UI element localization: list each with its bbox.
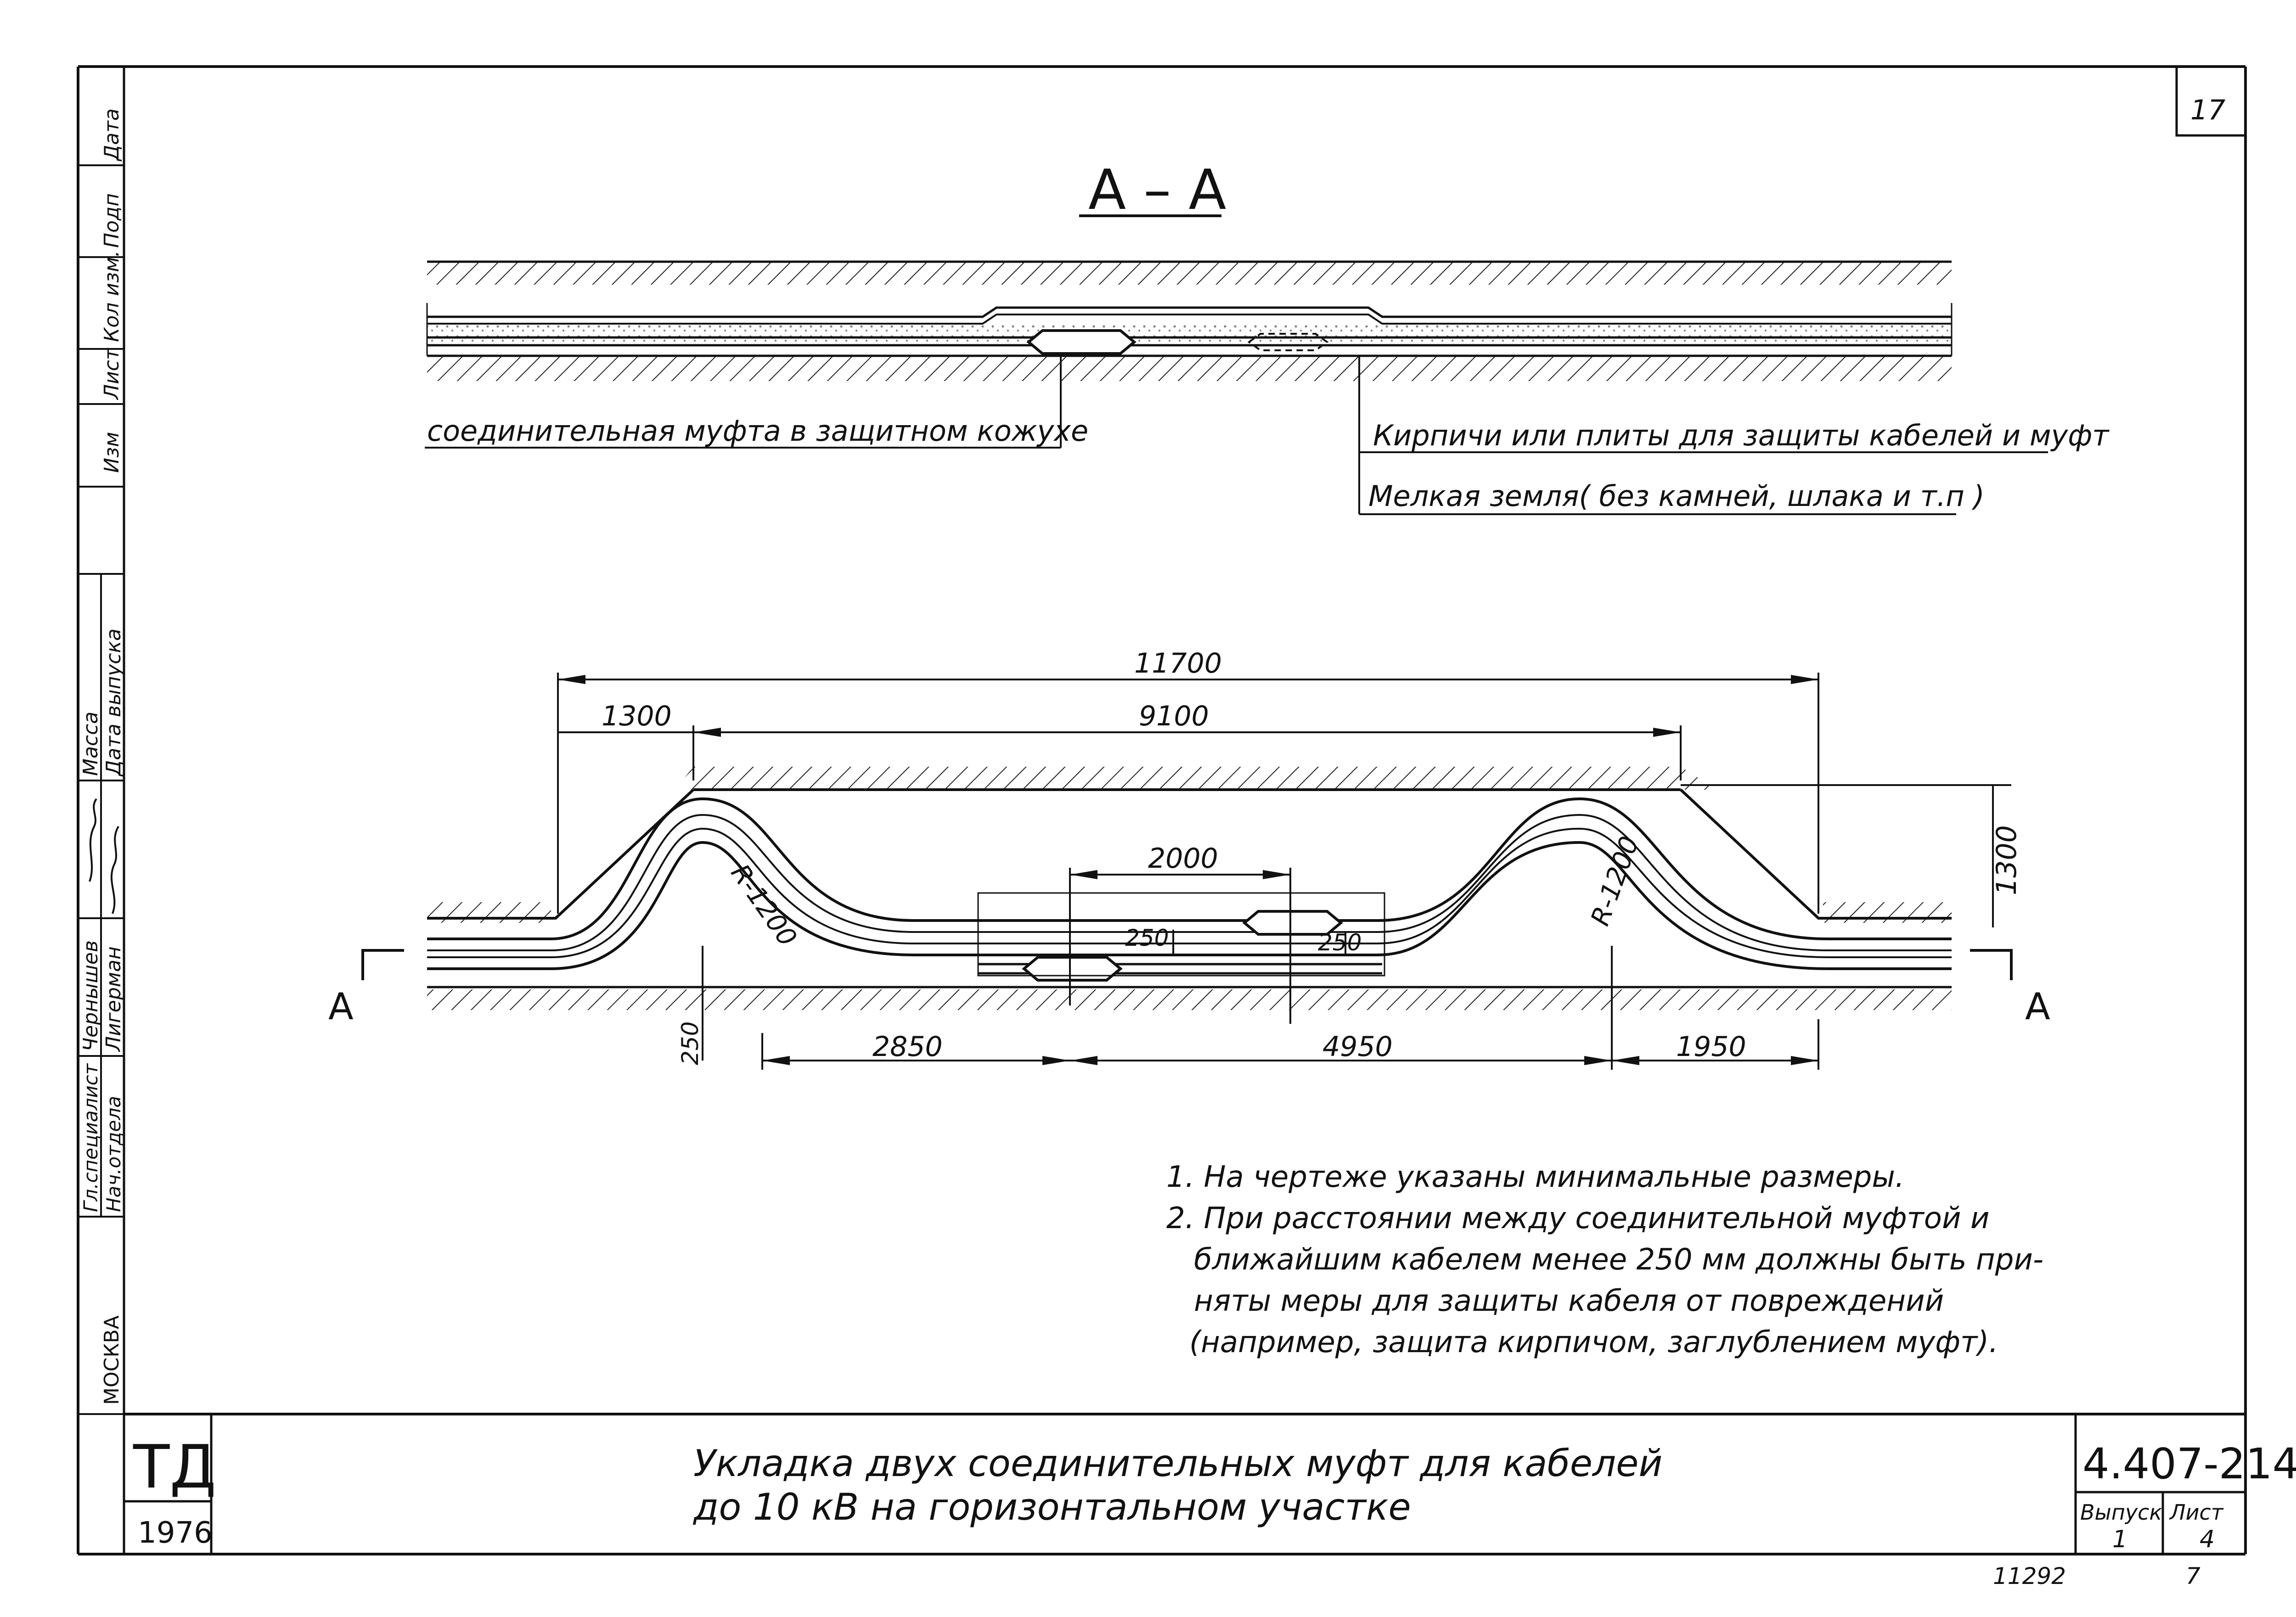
stamp-name-ligerman: Лигерман xyxy=(102,946,125,1052)
section-view xyxy=(426,260,1953,381)
note-2-line-2: ближайшим кабелем менее 250 мм должны бы… xyxy=(1194,1243,2043,1277)
stamp-role-specialist: Гл.специалист xyxy=(79,1063,102,1212)
radius-left: R-1200 xyxy=(725,859,803,952)
note-2-line-1: 2. При расстоянии между соединительной м… xyxy=(1166,1202,1989,1235)
title-year: 1976 xyxy=(138,1516,213,1550)
title-mark: ТД xyxy=(133,1432,216,1502)
section-label-bricks: Кирпичи или плиты для защиты кабелей и м… xyxy=(1373,419,2110,452)
sheet-frame xyxy=(77,65,2247,1555)
notes: 1. На чертеже указаны минимальные размер… xyxy=(1166,1160,2043,1359)
dim-1300-right: 1300 xyxy=(1991,825,2023,895)
dim-250-right: 250 xyxy=(1318,929,1362,956)
title-line-2: до 10 кВ на горизонтальном участке xyxy=(692,1486,1411,1528)
stamp-header-izm: Изм xyxy=(100,432,124,473)
dim-9100: 9100 xyxy=(1139,700,1209,732)
stamp-header-data: Дата xyxy=(100,108,124,162)
stamp-role-head: Нач.отдела xyxy=(102,1096,125,1212)
cut-label-right: А xyxy=(2025,985,2050,1028)
cut-label-left: А xyxy=(328,985,354,1028)
stamp-header-podp: Подп xyxy=(100,193,124,248)
note-2-line-3: няты меры для защиты кабеля от поврежден… xyxy=(1194,1284,1944,1318)
stamp-mass: Масса xyxy=(79,712,102,776)
issue-value: 1 xyxy=(2112,1526,2127,1553)
note-1: 1. На чертеже указаны минимальные размер… xyxy=(1166,1160,1904,1194)
section-title: А – А xyxy=(1088,158,1226,222)
title-block xyxy=(124,1414,2245,1554)
section-callouts xyxy=(425,354,2048,515)
cut-marks xyxy=(361,949,2013,980)
issue-label: Выпуск xyxy=(2080,1500,2162,1525)
dim-1300-left: 1300 xyxy=(602,700,672,732)
plan-arrows xyxy=(558,675,1818,1065)
section-label-soil: Мелкая земля( без камней, шлака и т.п ) xyxy=(1368,479,1985,513)
dim-1950: 1950 xyxy=(1676,1031,1746,1063)
stamp-name-chernyshev: Чернышев xyxy=(79,940,102,1051)
sheet-value: 4 xyxy=(2200,1526,2215,1553)
footer-number-a: 11292 xyxy=(1993,1563,2066,1589)
stamp-date-issue: Дата выпуска xyxy=(102,629,125,777)
signature-2 xyxy=(110,825,119,914)
plan-dimensions xyxy=(557,673,2011,1070)
plan-view xyxy=(427,767,1952,1010)
stamp-header-list: Лист xyxy=(100,348,124,400)
side-stamp xyxy=(78,164,124,1415)
note-2-line-4: (например, защита кирпичом, заглублением… xyxy=(1189,1325,1998,1359)
dim-250-middle: 250 xyxy=(1125,925,1169,951)
dim-2000: 2000 xyxy=(1148,842,1218,875)
title-line-1: Укладка двух соединительных муфт для каб… xyxy=(693,1442,1662,1485)
dim-4950: 4950 xyxy=(1322,1031,1393,1063)
sheet-label: Лист xyxy=(2169,1500,2224,1525)
side-stamp-text: Дата Подп Кол изм. Лист Изм Дата выпуска… xyxy=(79,108,125,1405)
signature-1 xyxy=(89,798,97,882)
dim-250-vertical: 250 xyxy=(677,1022,703,1065)
footer-number-b: 7 xyxy=(2186,1563,2200,1589)
section-label-joint: соединительная муфта в защитном кожухе xyxy=(427,414,1088,448)
dim-11700: 11700 xyxy=(1134,647,1222,679)
title-code: 4.407-214 xyxy=(2082,1439,2296,1488)
sheet-number: 17 xyxy=(2190,94,2225,126)
stamp-org: МОСКВА xyxy=(100,1315,124,1405)
stamp-header-kol: Кол изм. xyxy=(100,251,124,342)
dim-2850: 2850 xyxy=(872,1031,943,1063)
